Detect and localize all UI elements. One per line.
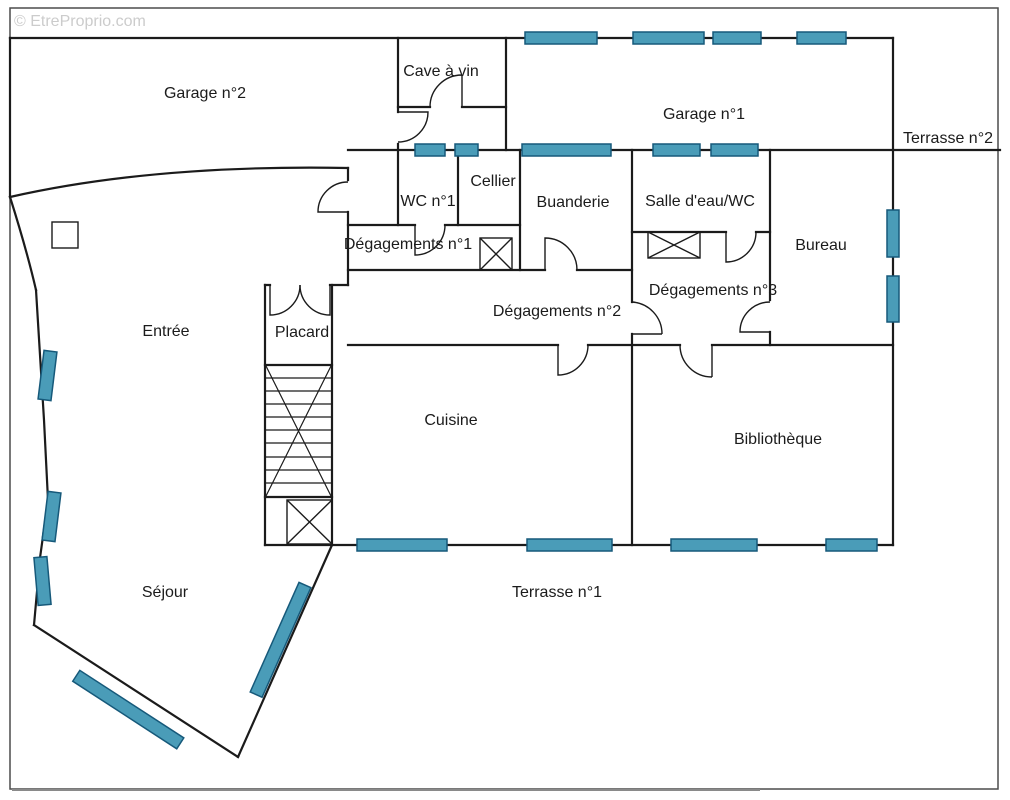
page-border [9, 7, 999, 790]
windows-group [33, 31, 900, 750]
door-arc-bibliotheque [679, 344, 713, 378]
window-marker-row-4 [652, 143, 701, 157]
window-marker-bottom-1 [356, 538, 448, 552]
window-marker-bottom-2 [526, 538, 613, 552]
door-arc-garage-2 [397, 111, 429, 143]
room-label-degagements-3: Dégagements n°3 [649, 282, 777, 299]
window-marker-top-4 [796, 31, 847, 45]
flue-box-under-stairs [286, 499, 333, 545]
window-marker-row-5 [710, 143, 759, 157]
door-arc-salle-eau [725, 231, 757, 263]
room-label-garage-2: Garage n°2 [164, 85, 246, 102]
pillar-box [51, 221, 79, 249]
room-label-cellier: Cellier [470, 173, 516, 190]
door-arc-placard-right [299, 284, 331, 316]
door-arc-entree [317, 181, 349, 213]
window-marker-left-3 [33, 555, 52, 607]
room-label-terrasse-1: Terrasse n°1 [512, 584, 602, 601]
window-marker-bottom-3 [670, 538, 758, 552]
flue-box-cross [647, 231, 701, 259]
wall-entree-curve [8, 166, 350, 199]
room-label-buanderie: Buanderie [537, 194, 610, 211]
room-label-degagements-2: Dégagements n°2 [493, 303, 621, 320]
door-arc-degagements-3 [631, 301, 663, 335]
flue-box-cross [479, 237, 513, 271]
flue-box-corridor [479, 237, 513, 271]
labels-group: © EtreProprio.com Garage n°2 Cave à vin … [14, 13, 993, 601]
watermark: © EtreProprio.com [14, 13, 146, 30]
wall-sejour-diagonal-left [32, 623, 240, 759]
staircase [265, 365, 332, 497]
flue-box-rect [286, 499, 333, 545]
window-marker-right-1 [886, 209, 900, 258]
room-label-garage-1: Garage n°1 [663, 106, 745, 123]
window-marker-left-2 [41, 490, 62, 543]
window-marker-right-2 [886, 275, 900, 323]
wall-left-curve [8, 195, 38, 292]
room-label-degagements-1: Dégagements n°1 [344, 236, 472, 253]
window-marker-row-3 [521, 143, 612, 157]
doors-group [269, 74, 771, 378]
flue-box-rect [479, 237, 513, 271]
door-arc-placard-left [269, 284, 301, 316]
room-label-cave-a-vin: Cave à vin [403, 63, 479, 80]
room-label-bureau: Bureau [795, 237, 847, 254]
window-marker-diagonal-1 [71, 669, 185, 750]
room-label-cuisine: Cuisine [424, 412, 477, 429]
flue-box-rect [647, 231, 701, 259]
room-label-bibliotheque: Bibliothèque [734, 431, 822, 448]
room-label-salle-eau-wc: Salle d'eau/WC [645, 193, 755, 210]
wall-sejour-diagonal-right [236, 543, 334, 759]
room-label-placard: Placard [275, 324, 329, 341]
window-marker-top-3 [712, 31, 762, 45]
room-label-entree: Entrée [142, 323, 189, 340]
window-marker-row-1 [414, 143, 446, 157]
room-label-wc-1: WC n°1 [400, 193, 455, 210]
window-marker-bottom-4 [825, 538, 878, 552]
window-marker-top-1 [524, 31, 598, 45]
stair-direction-lines [265, 365, 332, 497]
room-label-sejour: Séjour [142, 584, 189, 601]
door-arc-wc-1 [414, 224, 446, 256]
flue-box-salle-eau [647, 231, 701, 259]
walls-group [8, 36, 1002, 759]
flue-boxes-group [286, 231, 701, 545]
door-arc-cuisine [557, 344, 589, 376]
window-marker-diagonal-2 [249, 581, 312, 699]
flue-box-cross [286, 499, 333, 545]
door-arc-buanderie [544, 237, 578, 271]
room-label-terrasse-2: Terrasse n°2 [903, 130, 993, 147]
door-arc-bureau [739, 301, 771, 333]
window-marker-row-2 [454, 143, 479, 157]
window-marker-left-1 [37, 349, 58, 402]
window-marker-top-2 [632, 31, 705, 45]
door-arc-cave-a-vin [429, 74, 463, 108]
